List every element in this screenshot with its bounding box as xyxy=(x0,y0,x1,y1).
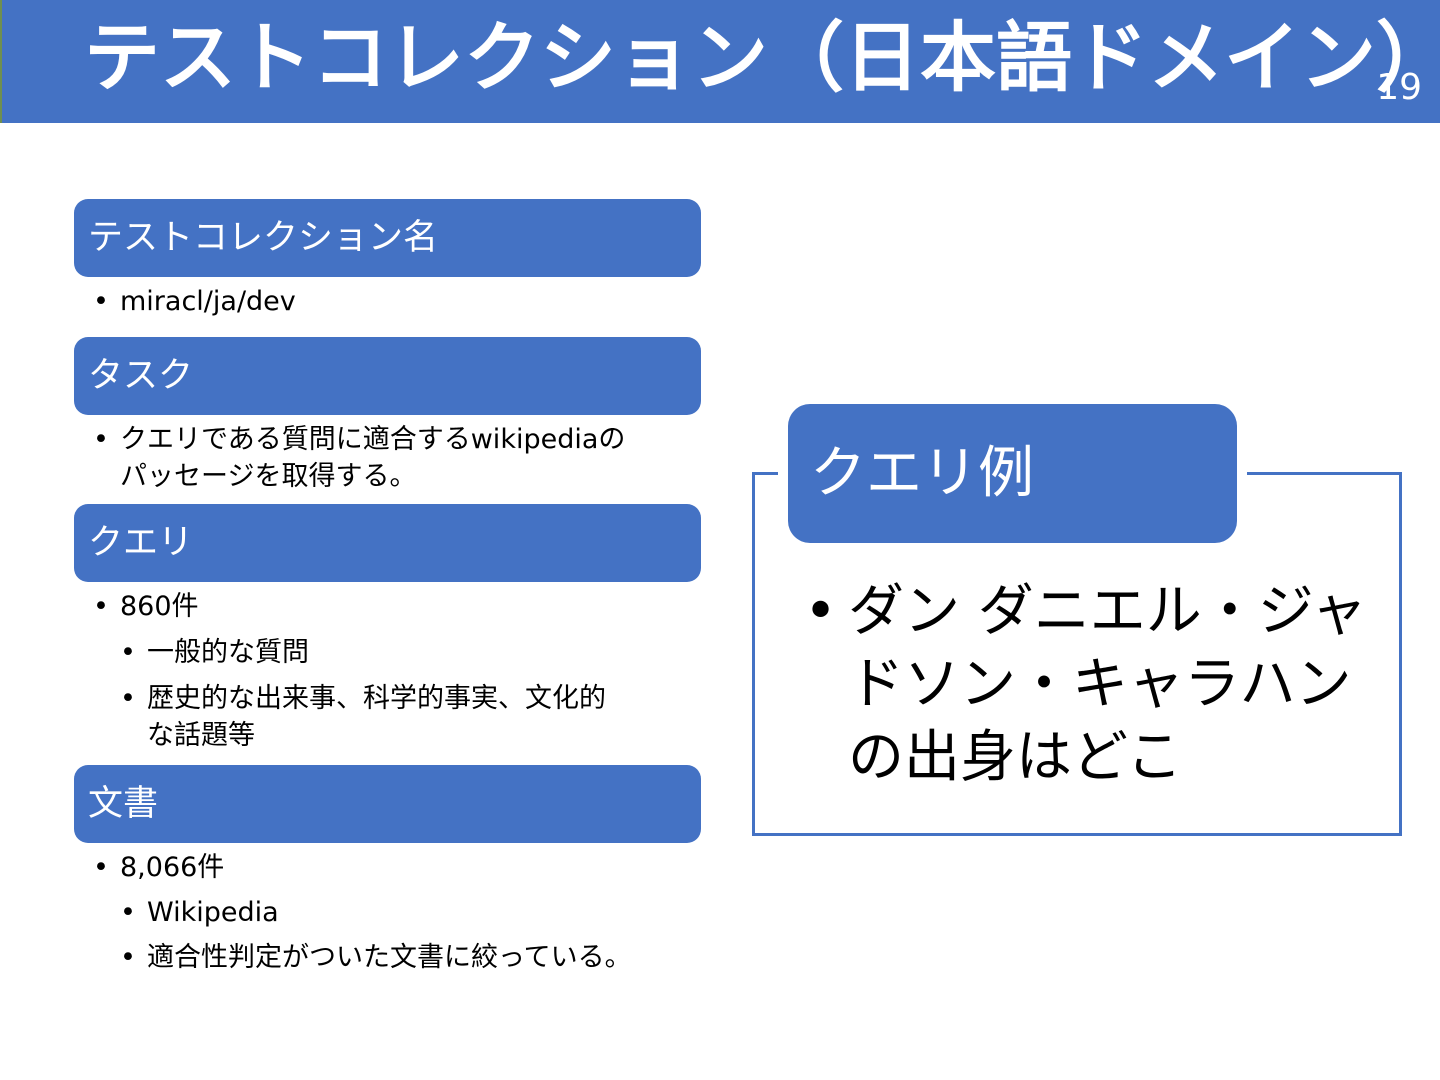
list-item-text: miracl/ja/dev xyxy=(120,286,296,317)
section-header-documents: 文書 xyxy=(74,765,701,843)
query-example-text: • ダン ダニエル・ジャ ドソン・キャラハン の出身はどこ xyxy=(804,575,1368,794)
bullet-dot: • xyxy=(93,286,109,317)
title-bar: テストコレクション（日本語ドメイン） 19 xyxy=(0,0,1440,123)
query-example-label: クエリ例 xyxy=(810,441,1034,506)
list-item-text-line: 歴史的な出来事、科学的事実、文化的 xyxy=(147,683,606,714)
list-item-text: 適合性判定がついた文書に絞っている。 xyxy=(147,942,632,973)
list-item: • Wikipedia xyxy=(120,894,279,931)
list-item: • 860件 xyxy=(93,588,199,625)
list-item-text: Wikipedia xyxy=(147,897,279,928)
query-example-line: ダン ダニエル・ジャ xyxy=(848,579,1368,644)
bullet-dot: • xyxy=(120,683,136,714)
slide-number: 19 xyxy=(1376,67,1422,108)
list-item: • 歴史的な出来事、科学的事実、文化的 な話題等 xyxy=(120,680,606,754)
list-item: • 8,066件 xyxy=(93,849,225,886)
list-item-text-line: パッセージを取得する。 xyxy=(120,461,417,492)
list-item-text: 一般的な質問 xyxy=(147,637,309,668)
section-header-queries: クエリ xyxy=(74,504,701,582)
list-item: • 一般的な質問 xyxy=(120,634,309,671)
section-label: 文書 xyxy=(88,784,159,824)
section-label: テストコレクション名 xyxy=(88,218,439,258)
bullet-dot: • xyxy=(93,852,109,883)
list-item-text-line: な話題等 xyxy=(147,720,255,751)
section-label: クエリ xyxy=(88,523,194,563)
query-example-line: ドソン・キャラハン xyxy=(848,652,1352,717)
list-item: • 適合性判定がついた文書に絞っている。 xyxy=(120,939,632,976)
bullet-dot: • xyxy=(93,591,109,622)
list-item-text: 860件 xyxy=(120,591,199,622)
bullet-dot: • xyxy=(804,579,838,644)
section-label: タスク xyxy=(88,356,194,396)
list-item-text-line: クエリである質問に適合するwikipediaの xyxy=(120,424,626,455)
section-header-task: タスク xyxy=(74,337,701,415)
bullet-dot: • xyxy=(120,897,136,928)
query-example-header: クエリ例 xyxy=(788,404,1237,543)
section-header-collection-name: テストコレクション名 xyxy=(74,199,701,277)
query-example-line: の出身はどこ xyxy=(848,725,1183,790)
list-item-text: 8,066件 xyxy=(120,852,225,883)
list-item: • クエリである質問に適合するwikipediaの パッセージを取得する。 xyxy=(93,421,626,495)
slide-title: テストコレクション（日本語ドメイン） xyxy=(84,13,1440,102)
list-item: • miracl/ja/dev xyxy=(93,283,296,320)
bullet-dot: • xyxy=(120,637,136,668)
bullet-dot: • xyxy=(93,424,109,455)
bullet-dot: • xyxy=(120,942,136,973)
